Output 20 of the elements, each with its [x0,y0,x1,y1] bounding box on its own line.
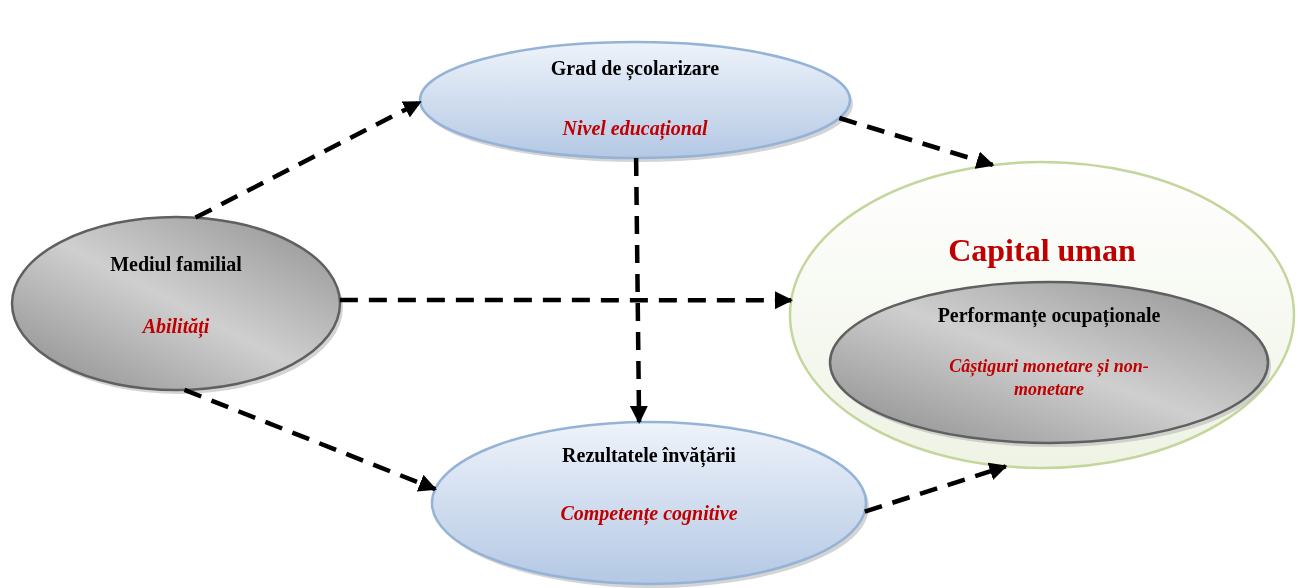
node-subtitle: Abilități [142,314,210,339]
dashed-arrow [183,387,437,492]
dashed-arrow [339,291,793,310]
dashed-arrow [629,157,648,424]
node-heading: Capital uman [948,231,1136,270]
node-title: Rezultatele învățării [562,443,736,468]
node-subtitle: Competențe cognitive [560,501,738,526]
ellipse-node [430,420,868,586]
ellipse-node [418,40,852,160]
ellipse-node [828,280,1270,445]
dashed-arrow [194,99,422,220]
ellipse-node [788,160,1296,470]
dashed-arrow [864,462,1008,514]
node-title: Performanțe ocupaționale [937,303,1161,328]
dashed-arrow [838,115,995,169]
node-subtitle: Câștiguri monetare și non-monetare [948,355,1150,402]
ellipse-node [10,215,342,392]
node-title: Grad de școlarizare [550,56,720,81]
node-title: Mediul familial [110,252,242,277]
node-subtitle: Nivel educațional [562,116,708,141]
